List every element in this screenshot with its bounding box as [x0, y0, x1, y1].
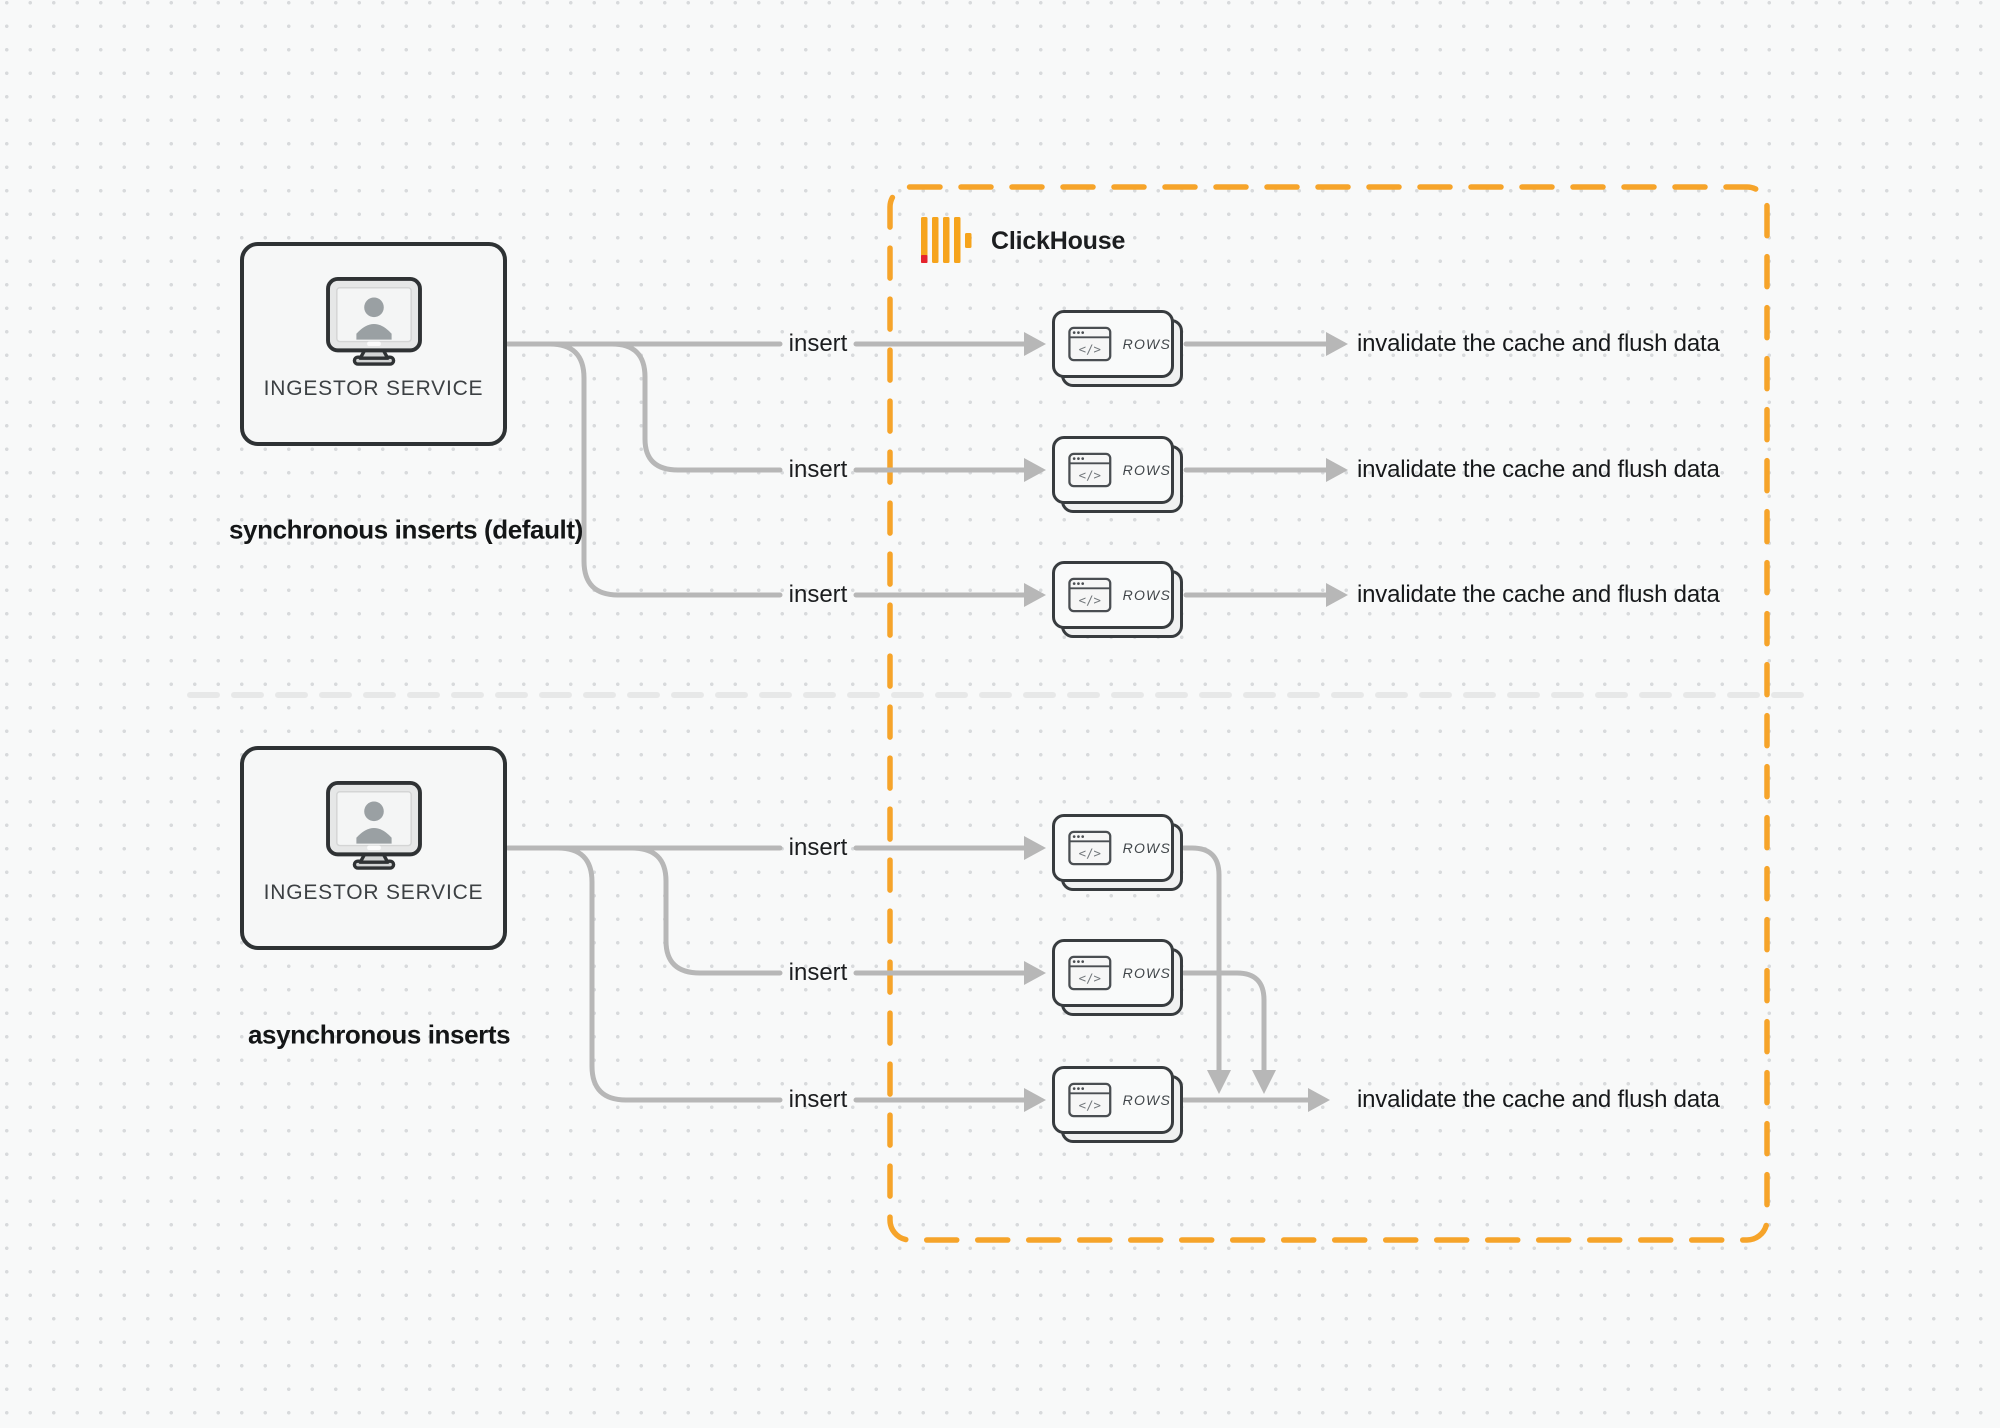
svg-text:</>: </> [1079, 593, 1101, 607]
arrowhead-icon [1024, 836, 1046, 860]
clickhouse-boundary-box [887, 184, 1770, 1243]
rows-label: ROWS [1122, 965, 1171, 981]
insert-label: insert [788, 959, 848, 986]
insert-label: insert [788, 330, 848, 357]
arrowhead-icon [1326, 458, 1348, 482]
code-window-icon: </> [1068, 452, 1112, 488]
arrowhead-icon [1024, 458, 1046, 482]
code-window-icon: </> [1068, 326, 1112, 362]
rows-card: </> ROWS [1052, 310, 1183, 387]
wire-async-merge-drop2 [1181, 970, 1267, 1073]
insert-label: insert [788, 581, 848, 608]
outcome-label: invalidate the cache and flush data [1357, 456, 1720, 483]
rows-label: ROWS [1122, 587, 1171, 603]
clickhouse-logo-icon [921, 217, 972, 263]
svg-text:</>: </> [1079, 846, 1101, 860]
insert-label: insert [788, 456, 848, 483]
ingestor-service-box-sync: INGESTOR SERVICE [240, 242, 507, 446]
ingestor-service-label: INGESTOR SERVICE [263, 377, 484, 400]
rows-label: ROWS [1122, 1092, 1171, 1108]
arrowhead-icon [1024, 332, 1046, 356]
code-window-icon: </> [1068, 830, 1112, 866]
code-window-icon: </> [1068, 1082, 1112, 1118]
rows-card-front: </> ROWS [1052, 561, 1174, 629]
ingestor-service-box-async: INGESTOR SERVICE [240, 746, 507, 950]
rows-card-front: </> ROWS [1052, 939, 1174, 1007]
arrowhead-icon [1024, 1088, 1046, 1112]
insert-label: insert [788, 834, 848, 861]
rows-card-front: </> ROWS [1052, 436, 1174, 504]
rows-card: </> ROWS [1052, 436, 1183, 513]
outcome-label: invalidate the cache and flush data [1357, 330, 1720, 357]
sync-section-caption: synchronous inserts (default) [229, 514, 583, 545]
clickhouse-logo: ClickHouse [920, 214, 1125, 268]
svg-text:</>: </> [1079, 468, 1101, 482]
clickhouse-label: ClickHouse [991, 226, 1126, 255]
workstation-icon [325, 781, 422, 870]
rows-label: ROWS [1122, 840, 1171, 856]
wire-async-fanout-row3 [555, 845, 783, 1103]
rows-label: ROWS [1122, 462, 1171, 478]
wire-sync-fanout-row2 [609, 341, 783, 473]
outcome-label: invalidate the cache and flush data [1357, 1086, 1720, 1113]
arrowhead-down-icon [1252, 1070, 1276, 1094]
rows-card: </> ROWS [1052, 561, 1183, 638]
code-window-icon: </> [1068, 955, 1112, 991]
code-window-icon: </> [1068, 577, 1112, 613]
rows-card-front: </> ROWS [1052, 814, 1174, 882]
async-section-caption: asynchronous inserts [248, 1019, 511, 1050]
svg-text:</>: </> [1079, 342, 1101, 356]
arrowhead-icon [1024, 961, 1046, 985]
arrowhead-icon [1326, 332, 1348, 356]
rows-card: </> ROWS [1052, 814, 1183, 891]
rows-card-front: </> ROWS [1052, 1066, 1174, 1134]
wire-async-merge-drop1 [1181, 845, 1222, 1073]
rows-label: ROWS [1122, 336, 1171, 352]
rows-card: </> ROWS [1052, 1066, 1183, 1143]
rows-card-front: </> ROWS [1052, 310, 1174, 378]
rows-card: </> ROWS [1052, 939, 1183, 1016]
arrowhead-icon [1024, 583, 1046, 607]
svg-text:</>: </> [1079, 1098, 1101, 1112]
outcome-label: invalidate the cache and flush data [1357, 581, 1720, 608]
arrowhead-icon [1308, 1088, 1330, 1112]
arrowhead-icon [1326, 583, 1348, 607]
wire-async-fanout-row2 [629, 845, 783, 976]
ingestor-service-label: INGESTOR SERVICE [263, 881, 484, 904]
insert-label: insert [788, 1086, 848, 1113]
arrowhead-down-icon [1207, 1070, 1231, 1094]
wire-sync-fanout-row3 [547, 341, 783, 598]
svg-text:</>: </> [1079, 971, 1101, 985]
workstation-icon [325, 277, 422, 366]
